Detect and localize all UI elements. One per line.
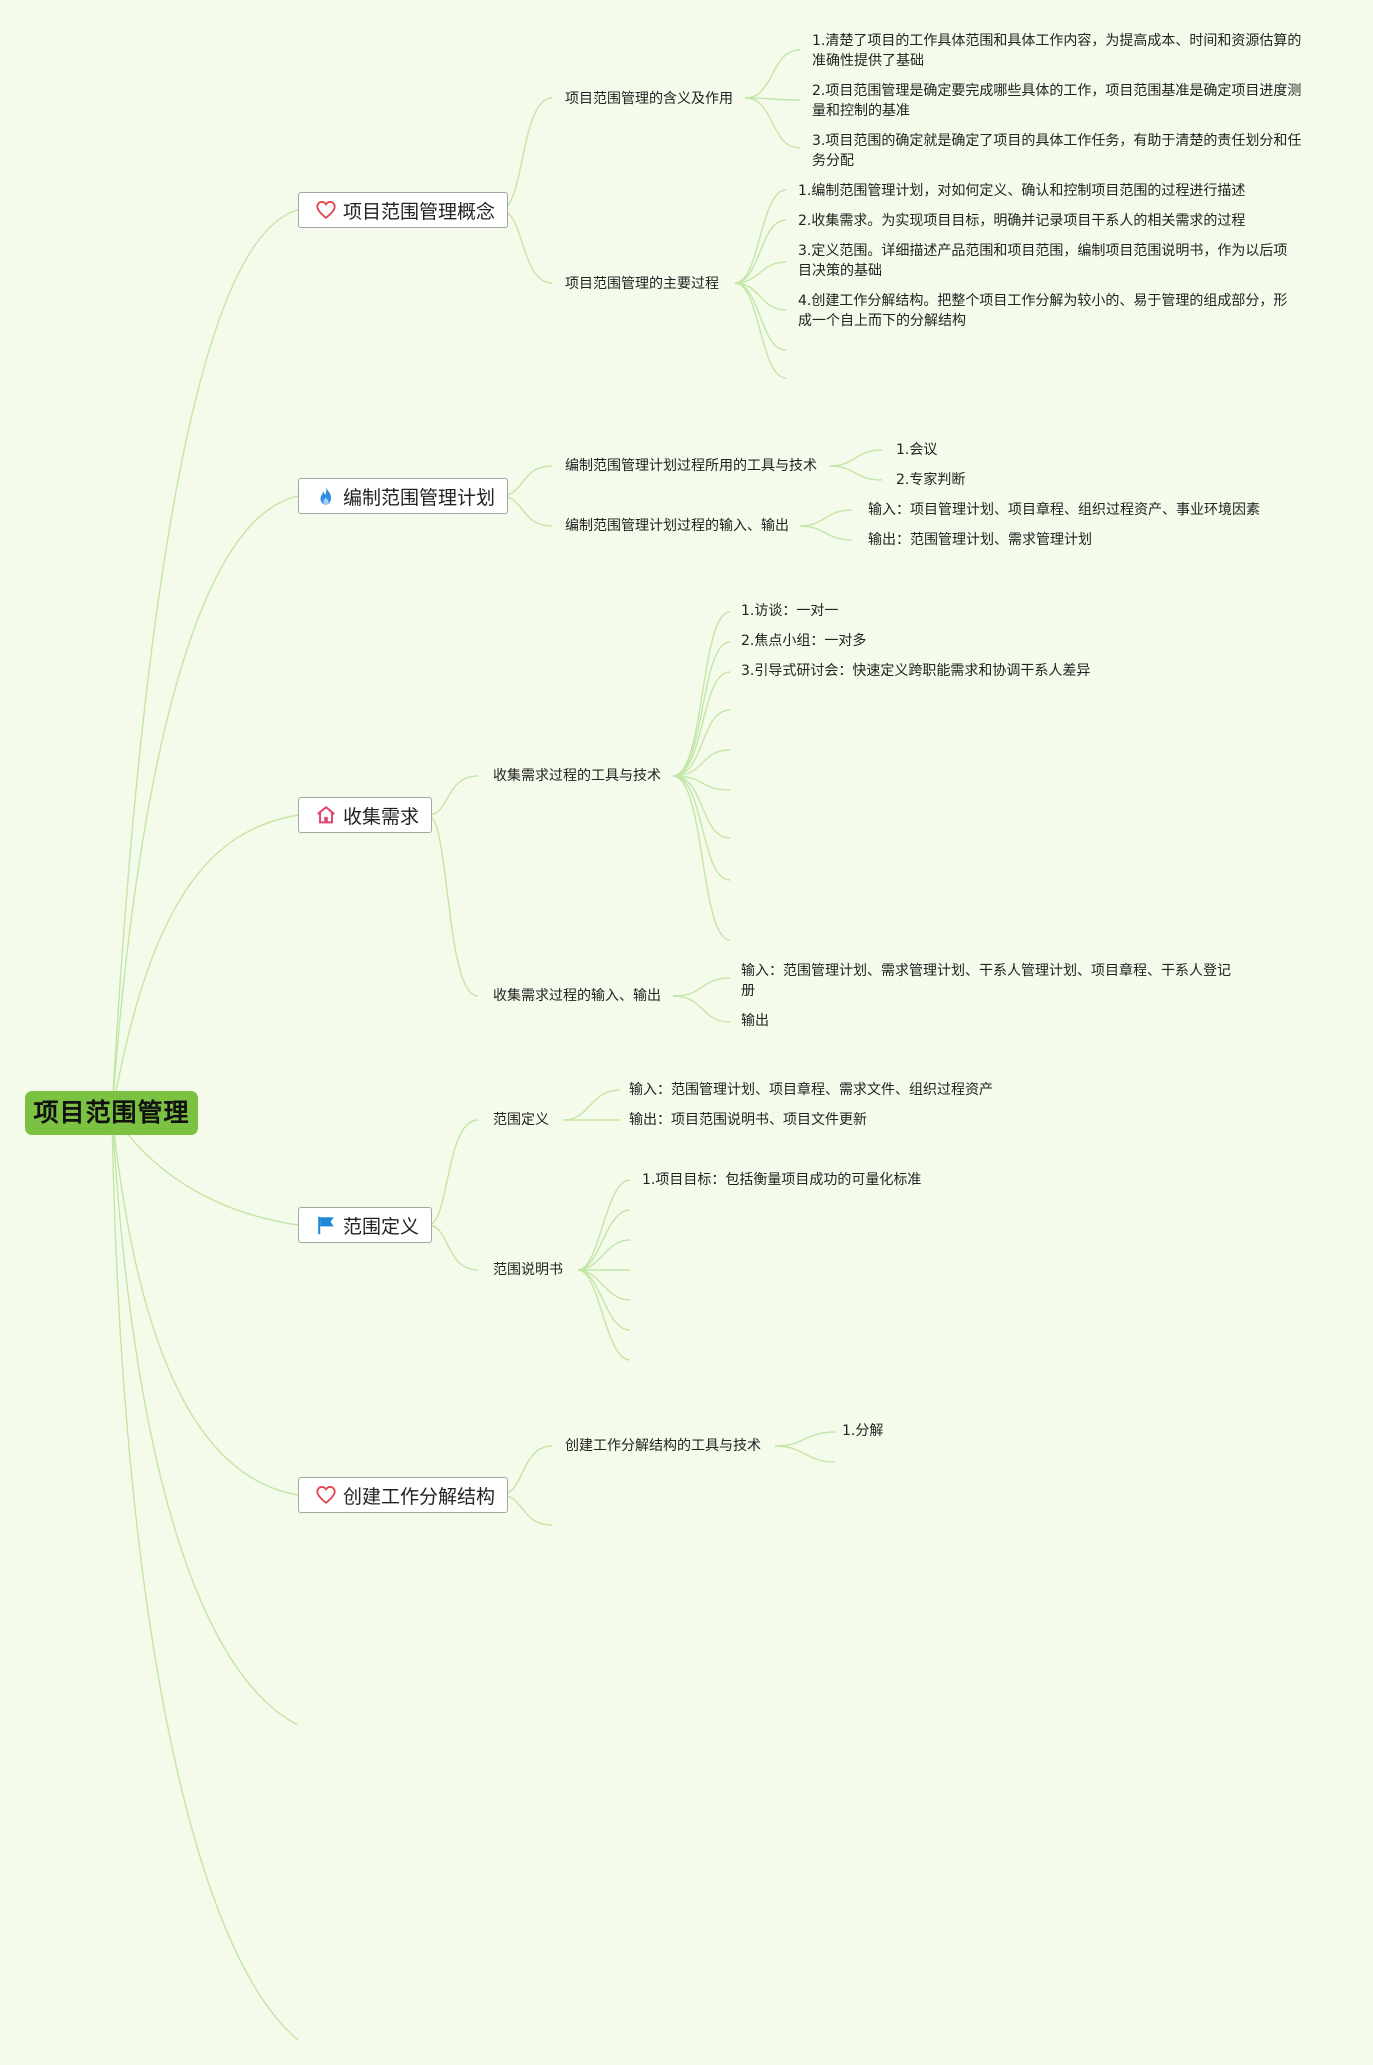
leaf-item[interactable]: 1.分解 xyxy=(842,1423,884,1439)
branch-label: 收集需求 xyxy=(343,805,420,828)
leaf-item[interactable]: 1.会议 xyxy=(896,442,938,458)
heart-icon xyxy=(315,1484,337,1506)
leaf-item[interactable]: 输出 xyxy=(741,1013,769,1029)
home-icon xyxy=(315,804,337,826)
branch-label: 编制范围管理计划 xyxy=(343,486,496,509)
leaf-item[interactable]: 输出：范围管理计划、需求管理计划 xyxy=(868,532,1092,548)
leaf-item[interactable]: 1.项目目标：包括衡量项目成功的可量化标准 xyxy=(642,1172,922,1188)
branch-scope-definition[interactable]: 范围定义 xyxy=(298,1207,433,1243)
flame-icon xyxy=(315,485,337,507)
leaf-item[interactable]: 4.创建工作分解结构。把整个项目工作分解为较小的、易于管理的组成部分，形成一个自… xyxy=(798,293,1288,329)
branch-label: 项目范围管理概念 xyxy=(343,200,496,223)
leaf-item[interactable]: 1.清楚了项目的工作具体范围和具体工作内容，为提高成本、时间和资源估算的准确性提… xyxy=(812,33,1302,69)
subtopic-scope-statement[interactable]: 范围说明书 xyxy=(493,1262,563,1278)
subtopic-collect-tools[interactable]: 收集需求过程的工具与技术 xyxy=(493,768,661,784)
root-topic[interactable]: 项目范围管理 xyxy=(25,1091,198,1135)
leaf-item[interactable]: 2.专家判断 xyxy=(896,472,966,488)
subtopic-wbs-tools[interactable]: 创建工作分解结构的工具与技术 xyxy=(565,1438,761,1454)
leaf-item[interactable]: 1.访谈：一对一 xyxy=(741,603,839,619)
branch-scope-plan[interactable]: 编制范围管理计划 xyxy=(298,478,509,514)
leaf-item[interactable]: 3.项目范围的确定就是确定了项目的具体工作任务，有助于清楚的责任划分和任务分配 xyxy=(812,133,1302,169)
leaf-item[interactable]: 3.定义范围。详细描述产品范围和项目范围，编制项目范围说明书，作为以后项目决策的… xyxy=(798,243,1288,279)
branch-create-wbs[interactable]: 创建工作分解结构 xyxy=(298,1477,509,1513)
flag-icon xyxy=(315,1214,337,1236)
subtopic-plan-io[interactable]: 编制范围管理计划过程的输入、输出 xyxy=(565,518,789,534)
leaf-item[interactable]: 2.收集需求。为实现项目目标，明确并记录项目干系人的相关需求的过程 xyxy=(798,213,1246,229)
subtopic-main-process[interactable]: 项目范围管理的主要过程 xyxy=(565,276,719,292)
leaf-item[interactable]: 1.编制范围管理计划，对如何定义、确认和控制项目范围的过程进行描述 xyxy=(798,183,1246,199)
subtopic-collect-io[interactable]: 收集需求过程的输入、输出 xyxy=(493,988,661,1004)
branch-collect-requirements[interactable]: 收集需求 xyxy=(298,797,433,833)
subtopic-define[interactable]: 范围定义 xyxy=(493,1112,549,1128)
leaf-item[interactable]: 3.引导式研讨会：快速定义跨职能需求和协调干系人差异 xyxy=(741,663,1091,679)
heart-icon xyxy=(315,199,337,221)
branch-label: 范围定义 xyxy=(343,1215,420,1238)
leaf-item[interactable]: 输入：范围管理计划、项目章程、需求文件、组织过程资产 xyxy=(629,1082,993,1098)
leaf-item[interactable]: 输入：范围管理计划、需求管理计划、干系人管理计划、项目章程、干系人登记册 xyxy=(741,963,1231,999)
leaf-item[interactable]: 输入：项目管理计划、项目章程、组织过程资产、事业环境因素 xyxy=(868,502,1260,518)
subtopic-plan-tools[interactable]: 编制范围管理计划过程所用的工具与技术 xyxy=(565,458,817,474)
branch-label: 创建工作分解结构 xyxy=(343,1485,496,1508)
leaf-item[interactable]: 2.项目范围管理是确定要完成哪些具体的工作，项目范围基准是确定项目进度测量和控制… xyxy=(812,83,1302,119)
leaf-item[interactable]: 输出：项目范围说明书、项目文件更新 xyxy=(629,1112,867,1128)
subtopic-meaning[interactable]: 项目范围管理的含义及作用 xyxy=(565,91,733,107)
branch-scope-concept[interactable]: 项目范围管理概念 xyxy=(298,192,509,228)
leaf-item[interactable]: 2.焦点小组：一对多 xyxy=(741,633,867,649)
